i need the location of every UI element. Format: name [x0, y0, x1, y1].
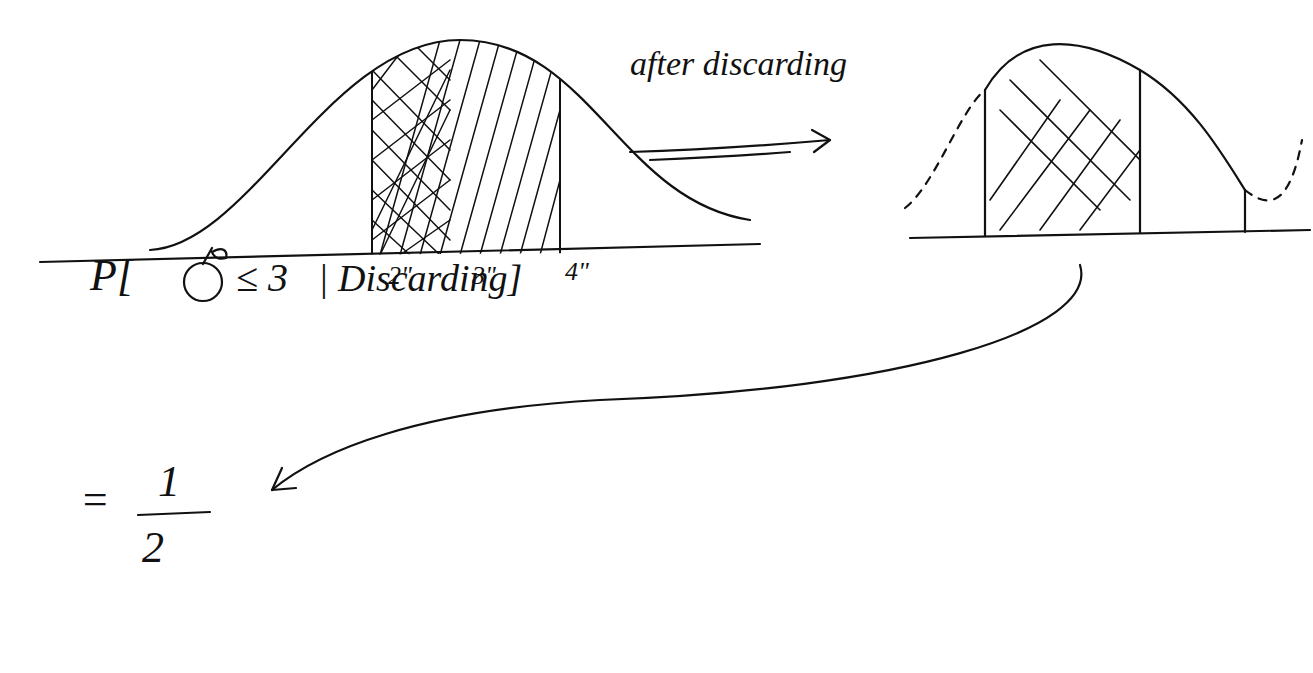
formula-text: P[: [90, 252, 134, 300]
axis-value: 4": [565, 258, 589, 287]
formula-text: | Discarding]: [318, 258, 522, 300]
annotation-text: after discarding: [630, 45, 847, 82]
formula-text: =: [80, 476, 110, 524]
formula-text: ≤ 3: [236, 256, 288, 300]
fraction-numerator: 1: [158, 458, 180, 506]
fraction-denominator: 2: [142, 524, 164, 572]
